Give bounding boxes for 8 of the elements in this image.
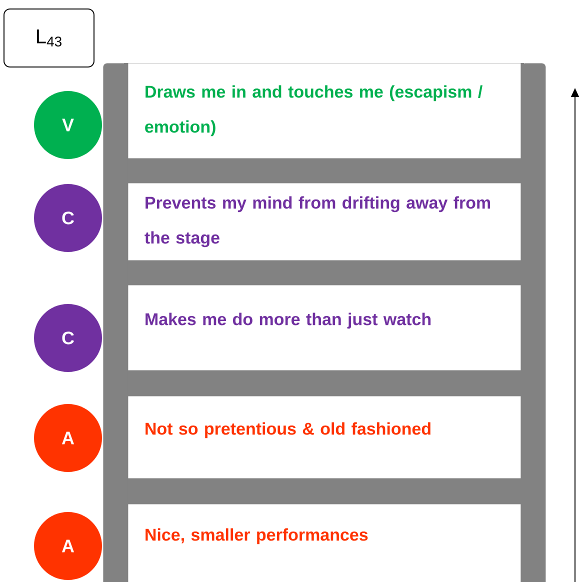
statement-box: Prevents my mind from drifting away from the stage <box>128 183 521 260</box>
ladder-rail <box>521 63 546 582</box>
statement-box: Draws me in and touches me (escapism / emotion) <box>128 63 521 158</box>
statement-box: Nice, smaller performances <box>128 504 521 582</box>
statement-box: Not so pretentious & old fashioned <box>128 396 521 478</box>
node-label: Draws me in and touches me (escapism / emotion) <box>145 85 482 136</box>
label-box: L$_{43}$ <box>4 8 94 68</box>
statement-box: Makes me do more than just watch <box>128 285 521 370</box>
